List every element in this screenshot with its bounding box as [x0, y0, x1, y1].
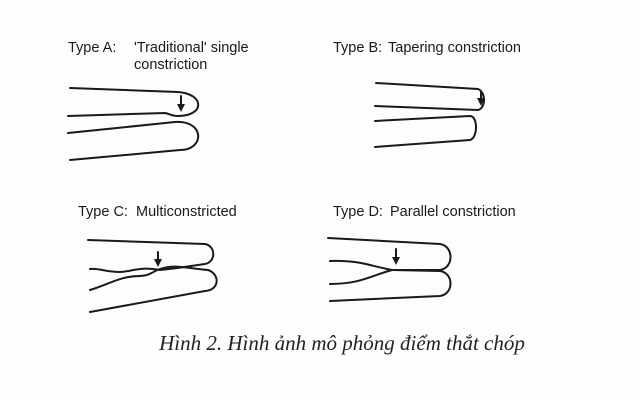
panel-a-lower-loop — [67, 120, 200, 161]
panel-type-c: Type C: Multiconstricted — [78, 204, 237, 313]
panel-c-title: Multiconstricted — [136, 204, 237, 220]
panel-d-lower-inner — [329, 269, 393, 285]
panel-b-title: Tapering constriction — [388, 40, 521, 56]
panel-a-label: Type A: — [68, 40, 116, 56]
panel-b-label: Type B: — [333, 40, 382, 56]
panel-c-arrow-icon — [154, 259, 162, 267]
panel-d-lower-loop — [329, 269, 452, 302]
panel-a-arrow-icon — [177, 104, 185, 112]
panel-c-label: Type C: — [78, 204, 128, 220]
panel-d-title: Parallel constriction — [390, 204, 516, 220]
panel-type-b: Type B: Tapering constriction — [333, 40, 521, 148]
panel-type-a: Type A: 'Traditional' single constrictio… — [67, 40, 249, 161]
panel-c-upper-loop — [87, 239, 215, 273]
panel-b-upper-loop — [374, 82, 485, 111]
panel-a-title-line1: 'Traditional' single — [134, 40, 249, 56]
panel-b-lower-loop — [374, 115, 477, 148]
panel-a-upper-loop — [67, 87, 200, 117]
panel-d-label: Type D: — [333, 204, 383, 220]
panel-b-arrow-icon — [477, 98, 485, 106]
panel-d-upper-loop — [327, 237, 452, 271]
panel-d-arrow-icon — [392, 257, 400, 265]
figure-caption: Hình 2. Hình ảnh mô phỏng điểm thắt chóp — [158, 331, 525, 355]
panel-a-title-line2: constriction — [134, 57, 207, 73]
panel-c-lower-loop — [89, 265, 218, 313]
panel-type-d: Type D: Parallel constriction — [327, 204, 516, 302]
